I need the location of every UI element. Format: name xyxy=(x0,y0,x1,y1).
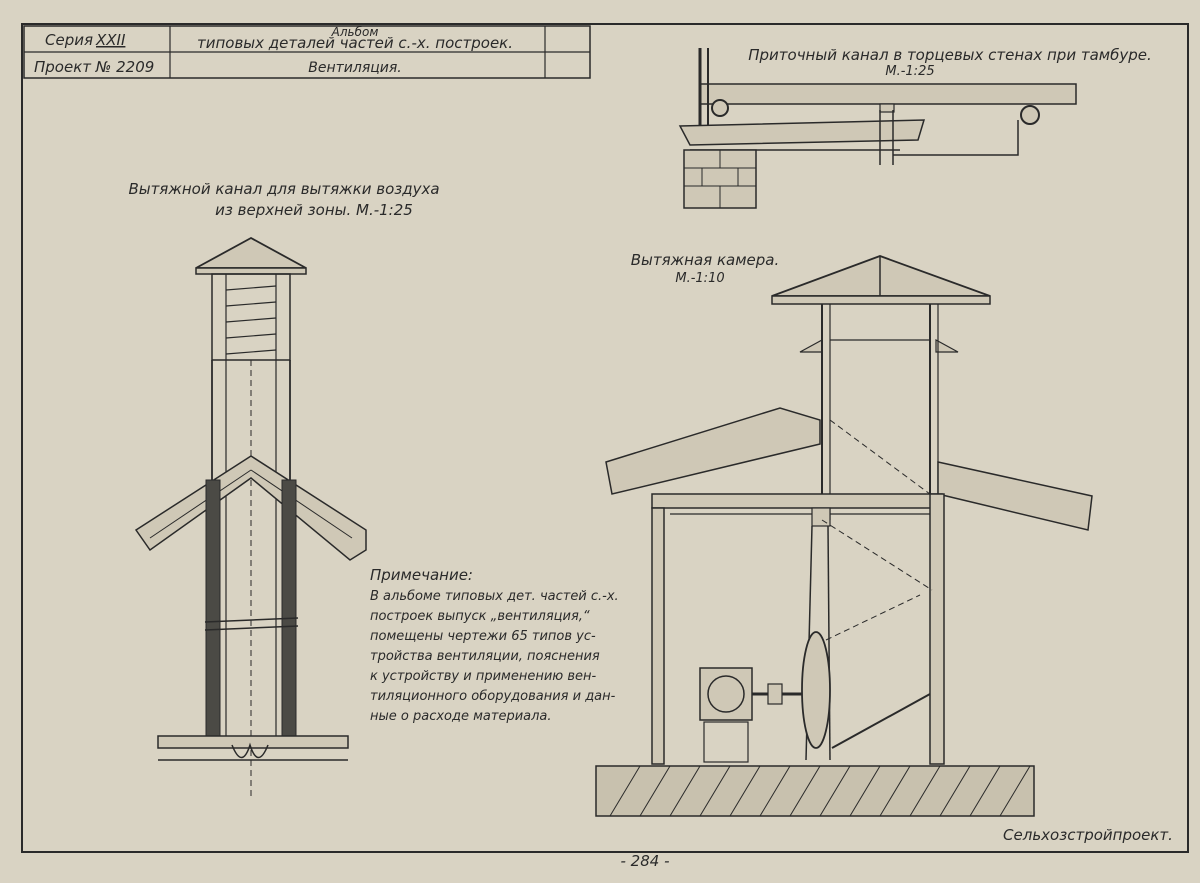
title-block: Серия XXII Проект № 2209 Альбом типовых … xyxy=(23,25,591,79)
note-line: тиляционного оборудования и дан- xyxy=(370,689,616,704)
sheet-border xyxy=(21,23,1189,853)
note-line: ные о расходе материала. xyxy=(370,709,552,724)
page-number: - 284 - xyxy=(621,852,670,870)
supply-channel-detail: Приточный канал в торцевых стенах при та… xyxy=(678,46,1152,209)
supply-scale: М.-1:25 xyxy=(885,64,934,79)
note-heading: Примечание: xyxy=(370,566,473,584)
album-line2: типовых деталей частей с.-х. построек. xyxy=(197,34,513,52)
note-line: В альбоме типовых дет. частей с.-х. xyxy=(370,589,619,604)
project-label: Проект № 2209 xyxy=(34,58,154,76)
exhaust-title-2: из верхней зоны. М.-1:25 xyxy=(215,201,413,219)
chamber-scale: М.-1:10 xyxy=(675,271,724,286)
album-line1: Альбом xyxy=(331,25,379,39)
note-line: помещены чертежи 65 типов ус- xyxy=(370,629,596,644)
exhaust-title-1: Вытяжной канал для вытяжки воздуха xyxy=(128,180,439,198)
organization-label: Сельхозстройпроект. xyxy=(1003,826,1173,844)
exhaust-chamber-drawing: Вытяжная камера. М.-1:10 xyxy=(595,251,1093,817)
section-label: Вентиляция. xyxy=(308,60,402,76)
note-line: тройства вентиляции, пояснения xyxy=(370,649,600,664)
note-block: Примечание: В альбоме типовых дет. часте… xyxy=(370,566,619,724)
note-line: к устройству и применению вен- xyxy=(370,669,597,684)
series-value: XXII xyxy=(95,31,126,49)
chamber-title: Вытяжная камера. xyxy=(631,251,779,269)
exhaust-channel-drawing: Вытяжной канал для вытяжки воздуха из ве… xyxy=(128,180,440,800)
supply-title: Приточный канал в торцевых стенах при та… xyxy=(748,46,1152,64)
note-line: построек выпуск „вентиляция,“ xyxy=(370,609,590,624)
series-label: Серия xyxy=(45,31,93,49)
